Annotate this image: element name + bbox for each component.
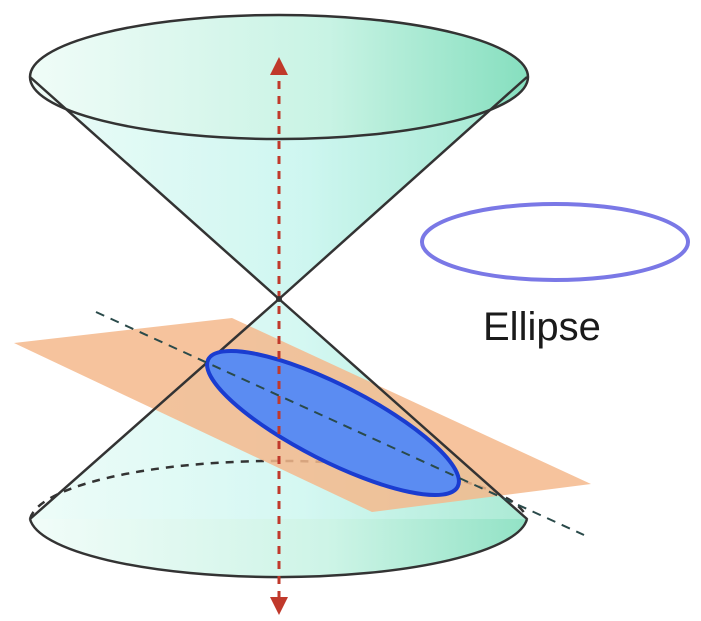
upper-cone-rim — [28, 13, 530, 141]
ellipse-label: Ellipse — [483, 305, 601, 349]
upper-cone-right-edge — [278, 76, 528, 300]
lower-cone-right-edge — [278, 298, 528, 520]
legend-ellipse-icon — [420, 202, 690, 282]
lower-cone-left-edge — [29, 298, 280, 520]
cone-vertex — [276, 296, 282, 302]
upper-cone-left-edge — [29, 76, 280, 300]
